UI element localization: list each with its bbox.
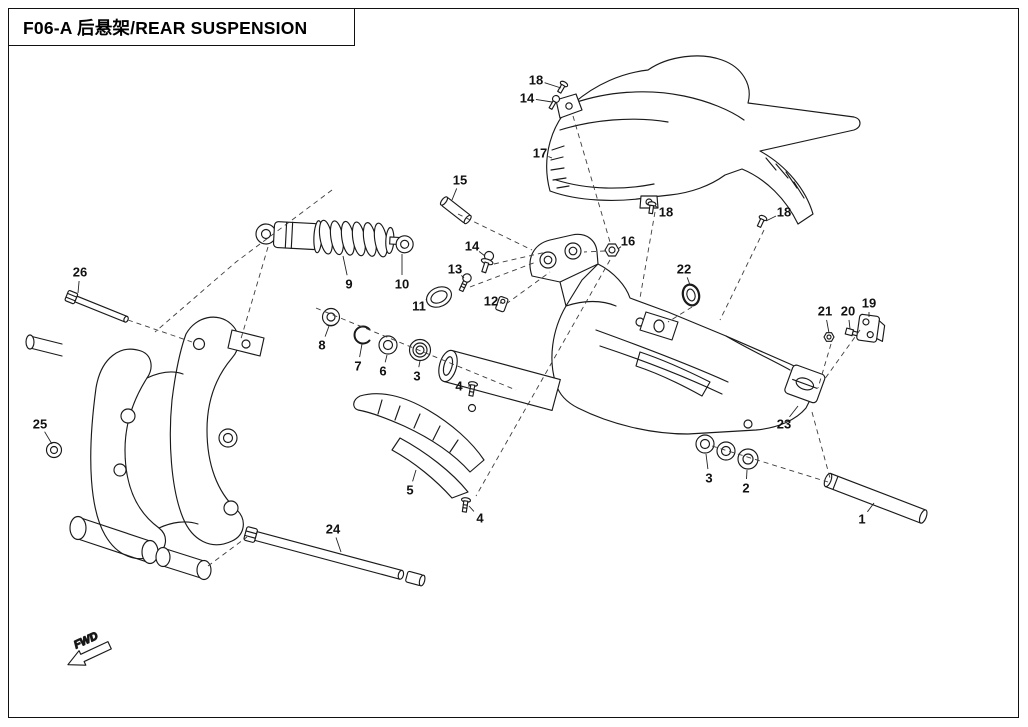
border-frame bbox=[8, 8, 1019, 718]
part-16-nut-art bbox=[604, 243, 620, 257]
part-8-bushing-art bbox=[321, 307, 341, 327]
part-14-screw-top-art bbox=[548, 94, 561, 110]
title-box: F06-A 后悬架/REAR SUSPENSION bbox=[8, 8, 355, 46]
shock-absorber-art bbox=[255, 219, 414, 258]
callout-leader-18 bbox=[765, 215, 777, 222]
part-18-screw-mid-art bbox=[647, 201, 657, 215]
page-title: F06-A 后悬架/REAR SUSPENSION bbox=[23, 17, 308, 38]
part-11-seal-art bbox=[425, 286, 453, 308]
part-17-fender-art bbox=[546, 55, 861, 225]
part-13-bolt-art bbox=[458, 273, 472, 293]
part-callout-4: 4 bbox=[476, 511, 484, 526]
part-callout-18: 18 bbox=[659, 205, 673, 220]
part-callout-15: 15 bbox=[453, 173, 467, 188]
callout-leader-20 bbox=[848, 319, 851, 330]
part-callout-24: 24 bbox=[326, 522, 341, 537]
part-callout-13: 13 bbox=[448, 262, 462, 277]
part-callout-5: 5 bbox=[406, 483, 413, 498]
part-14-bolt-art bbox=[480, 250, 495, 274]
callout-leader-26 bbox=[77, 280, 80, 294]
part-callout-8: 8 bbox=[318, 338, 325, 353]
part-callout-18: 18 bbox=[777, 205, 791, 220]
callout-leader-23 bbox=[789, 405, 799, 418]
part-callout-14: 14 bbox=[465, 239, 480, 254]
part-5-slider-art bbox=[353, 393, 485, 499]
part-15-spacer-art bbox=[439, 196, 472, 225]
callout-leader-5 bbox=[412, 469, 417, 482]
callout-leader-8 bbox=[324, 325, 330, 337]
callout-leader-22 bbox=[686, 277, 691, 286]
part-callout-6: 6 bbox=[379, 364, 386, 379]
part-4-bolt-lower-art bbox=[460, 497, 472, 513]
part-callout-4: 4 bbox=[455, 379, 463, 394]
part-callout-7: 7 bbox=[354, 359, 361, 374]
part-callout-18: 18 bbox=[529, 73, 543, 88]
part-12-clamp-art bbox=[495, 295, 509, 313]
part-3-bearing-art bbox=[408, 338, 432, 362]
callout-leader-18 bbox=[544, 82, 562, 89]
part-24-bolt-art bbox=[243, 526, 426, 587]
part-callout-12: 12 bbox=[484, 294, 498, 309]
part-callout-14: 14 bbox=[520, 91, 535, 106]
callout-leader-15 bbox=[451, 188, 458, 201]
part-19-bracket-art bbox=[856, 313, 886, 343]
callout-leader-16 bbox=[617, 246, 622, 250]
part-callout-19: 19 bbox=[862, 296, 876, 311]
part-callout-22: 22 bbox=[677, 262, 691, 277]
part-callout-21: 21 bbox=[818, 304, 832, 319]
callout-leader-7 bbox=[359, 343, 363, 358]
part-callout-26: 26 bbox=[73, 265, 87, 280]
callout-leader-13 bbox=[461, 275, 465, 279]
part-4-bolt-art bbox=[467, 381, 479, 397]
callout-leader-14 bbox=[535, 98, 553, 103]
callout-leader-14 bbox=[478, 251, 486, 257]
part-3-2-rings-art bbox=[695, 434, 759, 470]
callout-leader-4 bbox=[468, 505, 475, 512]
part-25-washer-art bbox=[45, 441, 63, 459]
callout-leader-9 bbox=[342, 255, 348, 276]
callout-leader-1 bbox=[867, 502, 875, 513]
part-callout-25: 25 bbox=[33, 417, 47, 432]
part-6-washer-art bbox=[378, 335, 398, 355]
part-callout-17: 17 bbox=[533, 146, 547, 161]
fwd-arrow: FWD bbox=[67, 629, 112, 666]
part-18-screw-right-art bbox=[756, 214, 768, 228]
part-callout-1: 1 bbox=[858, 512, 865, 527]
frame-art bbox=[25, 316, 265, 581]
part-21-nut-art bbox=[823, 332, 835, 342]
part-callout-16: 16 bbox=[621, 234, 635, 249]
part-callout-3: 3 bbox=[705, 471, 712, 486]
part-callout-23: 23 bbox=[777, 417, 791, 432]
callout-leader-3 bbox=[705, 453, 709, 470]
part-callout-20: 20 bbox=[841, 304, 855, 319]
part-callout-9: 9 bbox=[345, 277, 352, 292]
assembly-axis-lines bbox=[127, 115, 861, 567]
part-callout-11: 11 bbox=[412, 299, 426, 314]
part-7-circlip-art bbox=[353, 325, 371, 345]
callout-leader-25 bbox=[44, 431, 53, 445]
part-callout-3: 3 bbox=[413, 369, 420, 384]
callout-leader-21 bbox=[826, 319, 830, 334]
part-22-grommet-art bbox=[681, 283, 701, 307]
callout-leader-17 bbox=[548, 156, 553, 159]
callout-leader-6 bbox=[384, 354, 388, 363]
part-26-bolt-art bbox=[64, 290, 129, 323]
part-1-axle-art bbox=[823, 472, 928, 524]
part-callout-2: 2 bbox=[742, 481, 749, 496]
callout-leader-18 bbox=[654, 205, 659, 209]
callout-leader-3 bbox=[418, 360, 421, 368]
part-callout-10: 10 bbox=[395, 277, 409, 292]
callout-leader-11 bbox=[425, 298, 428, 301]
callout-leader-2 bbox=[746, 469, 748, 480]
callout-leader-24 bbox=[335, 537, 342, 553]
swingarm-art bbox=[438, 233, 826, 435]
